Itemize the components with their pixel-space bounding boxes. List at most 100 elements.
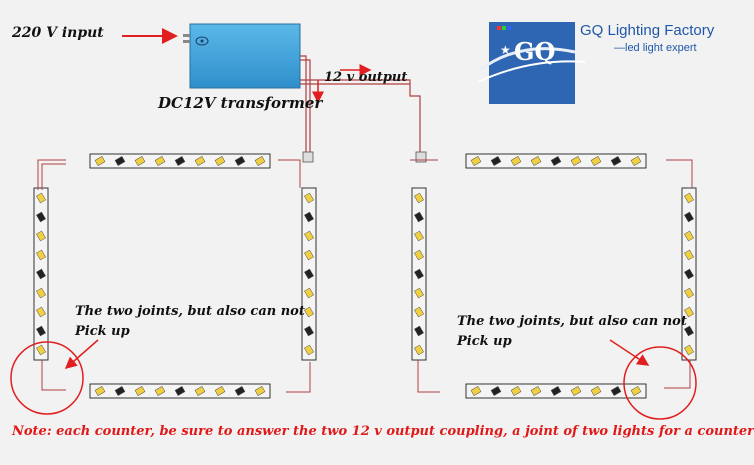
led-chip [414, 344, 424, 356]
corner-wires [37, 159, 693, 393]
led-chip [134, 386, 146, 396]
led-chip [684, 268, 694, 280]
led-chip [304, 249, 314, 261]
led-strips [33, 153, 697, 399]
led-chip [510, 156, 522, 166]
led-chip [254, 156, 266, 166]
led-chip [414, 249, 424, 261]
led-chip [414, 230, 424, 242]
strip-left-right [301, 187, 317, 361]
footer-note: Note: each counter, be sure to answer th… [12, 424, 754, 439]
logo-name: GQ Lighting Factory [580, 22, 715, 39]
led-chip [36, 192, 46, 204]
led-chip [36, 211, 46, 223]
joint-arrow-right [609, 339, 650, 366]
led-chip [470, 386, 482, 396]
led-chip [570, 156, 582, 166]
led-chip [684, 192, 694, 204]
led-chip [510, 386, 522, 396]
led-chip [154, 156, 166, 166]
led-chip [94, 386, 106, 396]
led-chip [304, 344, 314, 356]
led-chip [470, 156, 482, 166]
led-chip [114, 386, 126, 396]
strip-bottom-right [465, 383, 647, 399]
led-chip [36, 230, 46, 242]
led-chip [36, 344, 46, 356]
led-chip [610, 386, 622, 396]
joint-arrow-left [64, 339, 99, 369]
led-chip [304, 211, 314, 223]
transformer-label: DC12V transformer [158, 94, 323, 112]
led-chip [304, 306, 314, 318]
led-chip [414, 268, 424, 280]
led-chip [550, 386, 562, 396]
logo-tagline: —led light expert [614, 42, 697, 54]
strip-top-left [89, 153, 271, 169]
led-chip [530, 156, 542, 166]
led-chip [194, 156, 206, 166]
led-chip [414, 306, 424, 318]
led-chip [684, 344, 694, 356]
led-chip [414, 325, 424, 337]
led-chip [36, 268, 46, 280]
led-chip [194, 386, 206, 396]
led-chip [590, 386, 602, 396]
output-wires [300, 55, 421, 158]
led-chip [234, 156, 246, 166]
led-chip [214, 386, 226, 396]
logo-mark: GQ [514, 37, 555, 66]
led-chip [684, 306, 694, 318]
led-chip [610, 156, 622, 166]
led-chip [174, 386, 186, 396]
strip-right-left [411, 187, 427, 361]
led-chip [174, 156, 186, 166]
led-chip [684, 325, 694, 337]
led-chip [630, 386, 642, 396]
wiring-diagram: ★ GQ [10, 22, 697, 420]
led-chip [154, 386, 166, 396]
svg-text:★: ★ [500, 43, 511, 57]
led-chip [214, 156, 226, 166]
joint-note-right-line2: Pick up [457, 334, 512, 349]
joint-note-right-line1: The two joints, but also can not [457, 314, 687, 329]
strip-bottom-left [89, 383, 271, 399]
joint-circle-right [623, 346, 697, 420]
led-chip [234, 386, 246, 396]
led-chip [684, 230, 694, 242]
led-chip [134, 156, 146, 166]
strip-left-left [33, 187, 49, 361]
led-chip [254, 386, 266, 396]
led-chip [304, 268, 314, 280]
connectors [302, 151, 427, 163]
led-chip [304, 325, 314, 337]
joint-note-left-line2: Pick up [75, 324, 130, 339]
led-chip [630, 156, 642, 166]
led-chip [36, 249, 46, 261]
led-chip [684, 211, 694, 223]
led-chip [304, 287, 314, 299]
led-chip [114, 156, 126, 166]
led-chip [36, 306, 46, 318]
led-chip [530, 386, 542, 396]
strip-right-right [681, 187, 697, 361]
transformer [183, 23, 301, 89]
led-chip [414, 287, 424, 299]
led-chip [94, 156, 106, 166]
led-chip [36, 287, 46, 299]
led-chip [550, 156, 562, 166]
led-chip [304, 230, 314, 242]
input-label: 220 V input [12, 25, 104, 41]
strip-top-right [465, 153, 647, 169]
led-chip [590, 156, 602, 166]
logo: ★ GQ [477, 22, 586, 104]
led-chip [414, 192, 424, 204]
led-chip [304, 192, 314, 204]
led-chip [414, 211, 424, 223]
led-chip [36, 325, 46, 337]
led-chip [684, 287, 694, 299]
joint-note-left-line1: The two joints, but also can not [75, 304, 305, 319]
led-chip [684, 249, 694, 261]
led-chip [570, 386, 582, 396]
joint-circle-left [10, 341, 84, 415]
